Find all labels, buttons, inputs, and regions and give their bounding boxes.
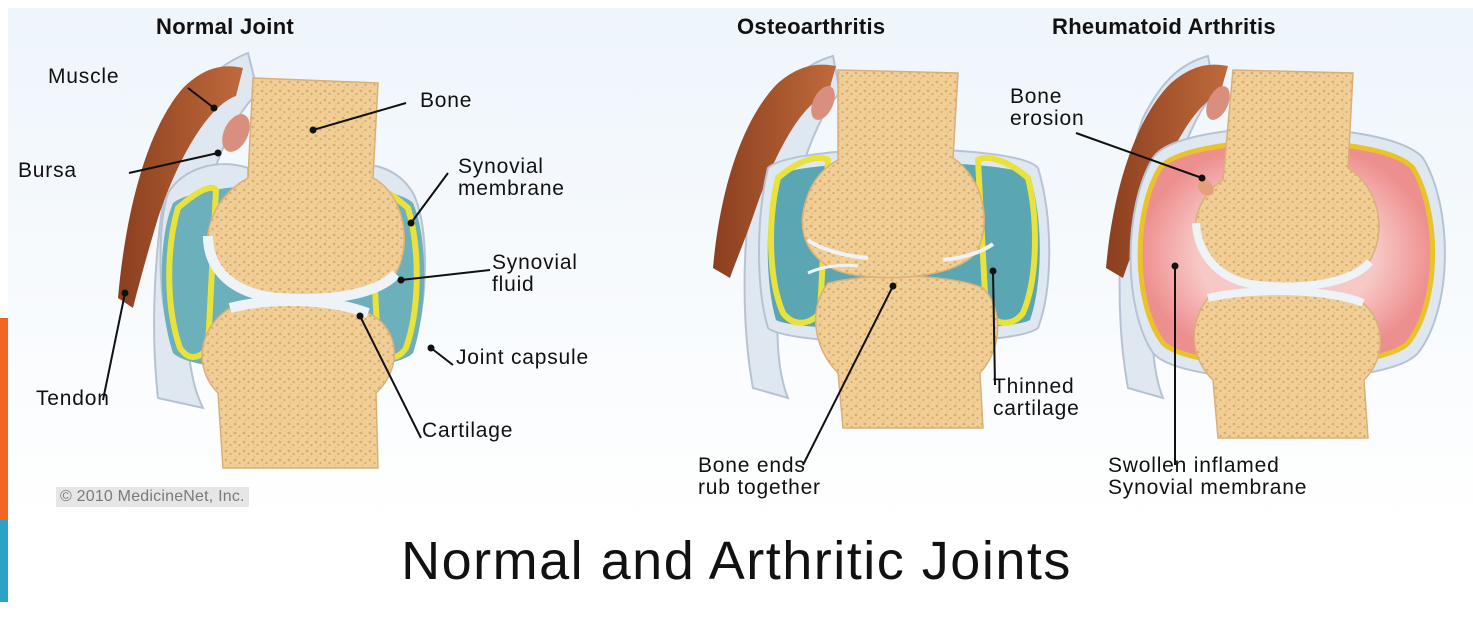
label-cartilage: Cartilage: [422, 420, 513, 442]
label-tendon: Tendon: [36, 388, 110, 410]
panel-title-normal: Normal Joint: [156, 14, 294, 40]
panel-title-rheumatoid: Rheumatoid Arthritis: [1052, 14, 1276, 40]
accent-bar-orange: [0, 318, 8, 520]
label-swollen-membrane: Swollen inflamed Synovial membrane: [1108, 455, 1307, 499]
label-joint-capsule: Joint capsule: [456, 347, 589, 369]
label-bone-ends: Bone ends rub together: [698, 455, 821, 499]
label-muscle: Muscle: [48, 66, 119, 88]
label-bone-erosion: Bone erosion: [1010, 86, 1084, 130]
label-synovial-fluid: Synovial fluid: [492, 252, 578, 296]
label-bone: Bone: [420, 90, 472, 112]
copyright-notice: © 2010 MedicineNet, Inc.: [56, 487, 249, 507]
panel-title-osteoarthritis: Osteoarthritis: [737, 14, 885, 40]
label-bursa: Bursa: [18, 160, 77, 182]
joint-diagram: [8, 8, 1473, 528]
label-thinned-cartilage: Thinned cartilage: [993, 376, 1080, 420]
main-title: Normal and Arthritic Joints: [0, 530, 1473, 592]
label-synovial-membrane: Synovial membrane: [458, 156, 565, 200]
